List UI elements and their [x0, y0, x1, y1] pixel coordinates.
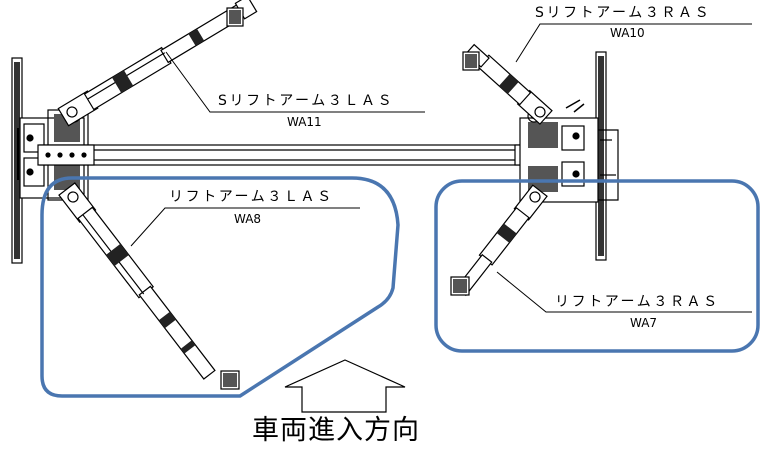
highlight-right-arm — [434, 179, 760, 353]
label-arm-3las-code: WA8 — [234, 212, 262, 226]
leader-wa8 — [130, 207, 360, 247]
highlight-left-arm — [40, 176, 400, 398]
leader-wa7 — [496, 271, 752, 313]
leader-wa11 — [165, 51, 425, 113]
label-s-arm-3las-code: WA11 — [287, 115, 322, 129]
leader-wa10 — [515, 23, 752, 63]
entry-arrow — [284, 359, 406, 413]
vehicle-entry-direction-label: 車両進入方向 — [252, 415, 420, 446]
label-s-arm-3ras-name: Sリフトアーム３ＲＡＳ — [535, 5, 712, 21]
label-s-arm-3ras-code: WA10 — [610, 26, 645, 40]
arm-s-3ras — [465, 43, 553, 125]
arm-3las — [58, 182, 216, 380]
label-arm-3las-name: リフトアーム３ＬＡＳ — [169, 189, 334, 205]
label-s-arm-3las-name: Sリフトアーム３ＬＡＳ — [218, 93, 395, 109]
arm-s-3las — [57, 0, 258, 127]
right-column — [519, 51, 619, 261]
cross-beam — [37, 144, 599, 166]
label-arm-3ras-name: リフトアーム３ＲＡＳ — [555, 294, 720, 310]
label-arm-3ras-code: WA7 — [630, 316, 658, 330]
